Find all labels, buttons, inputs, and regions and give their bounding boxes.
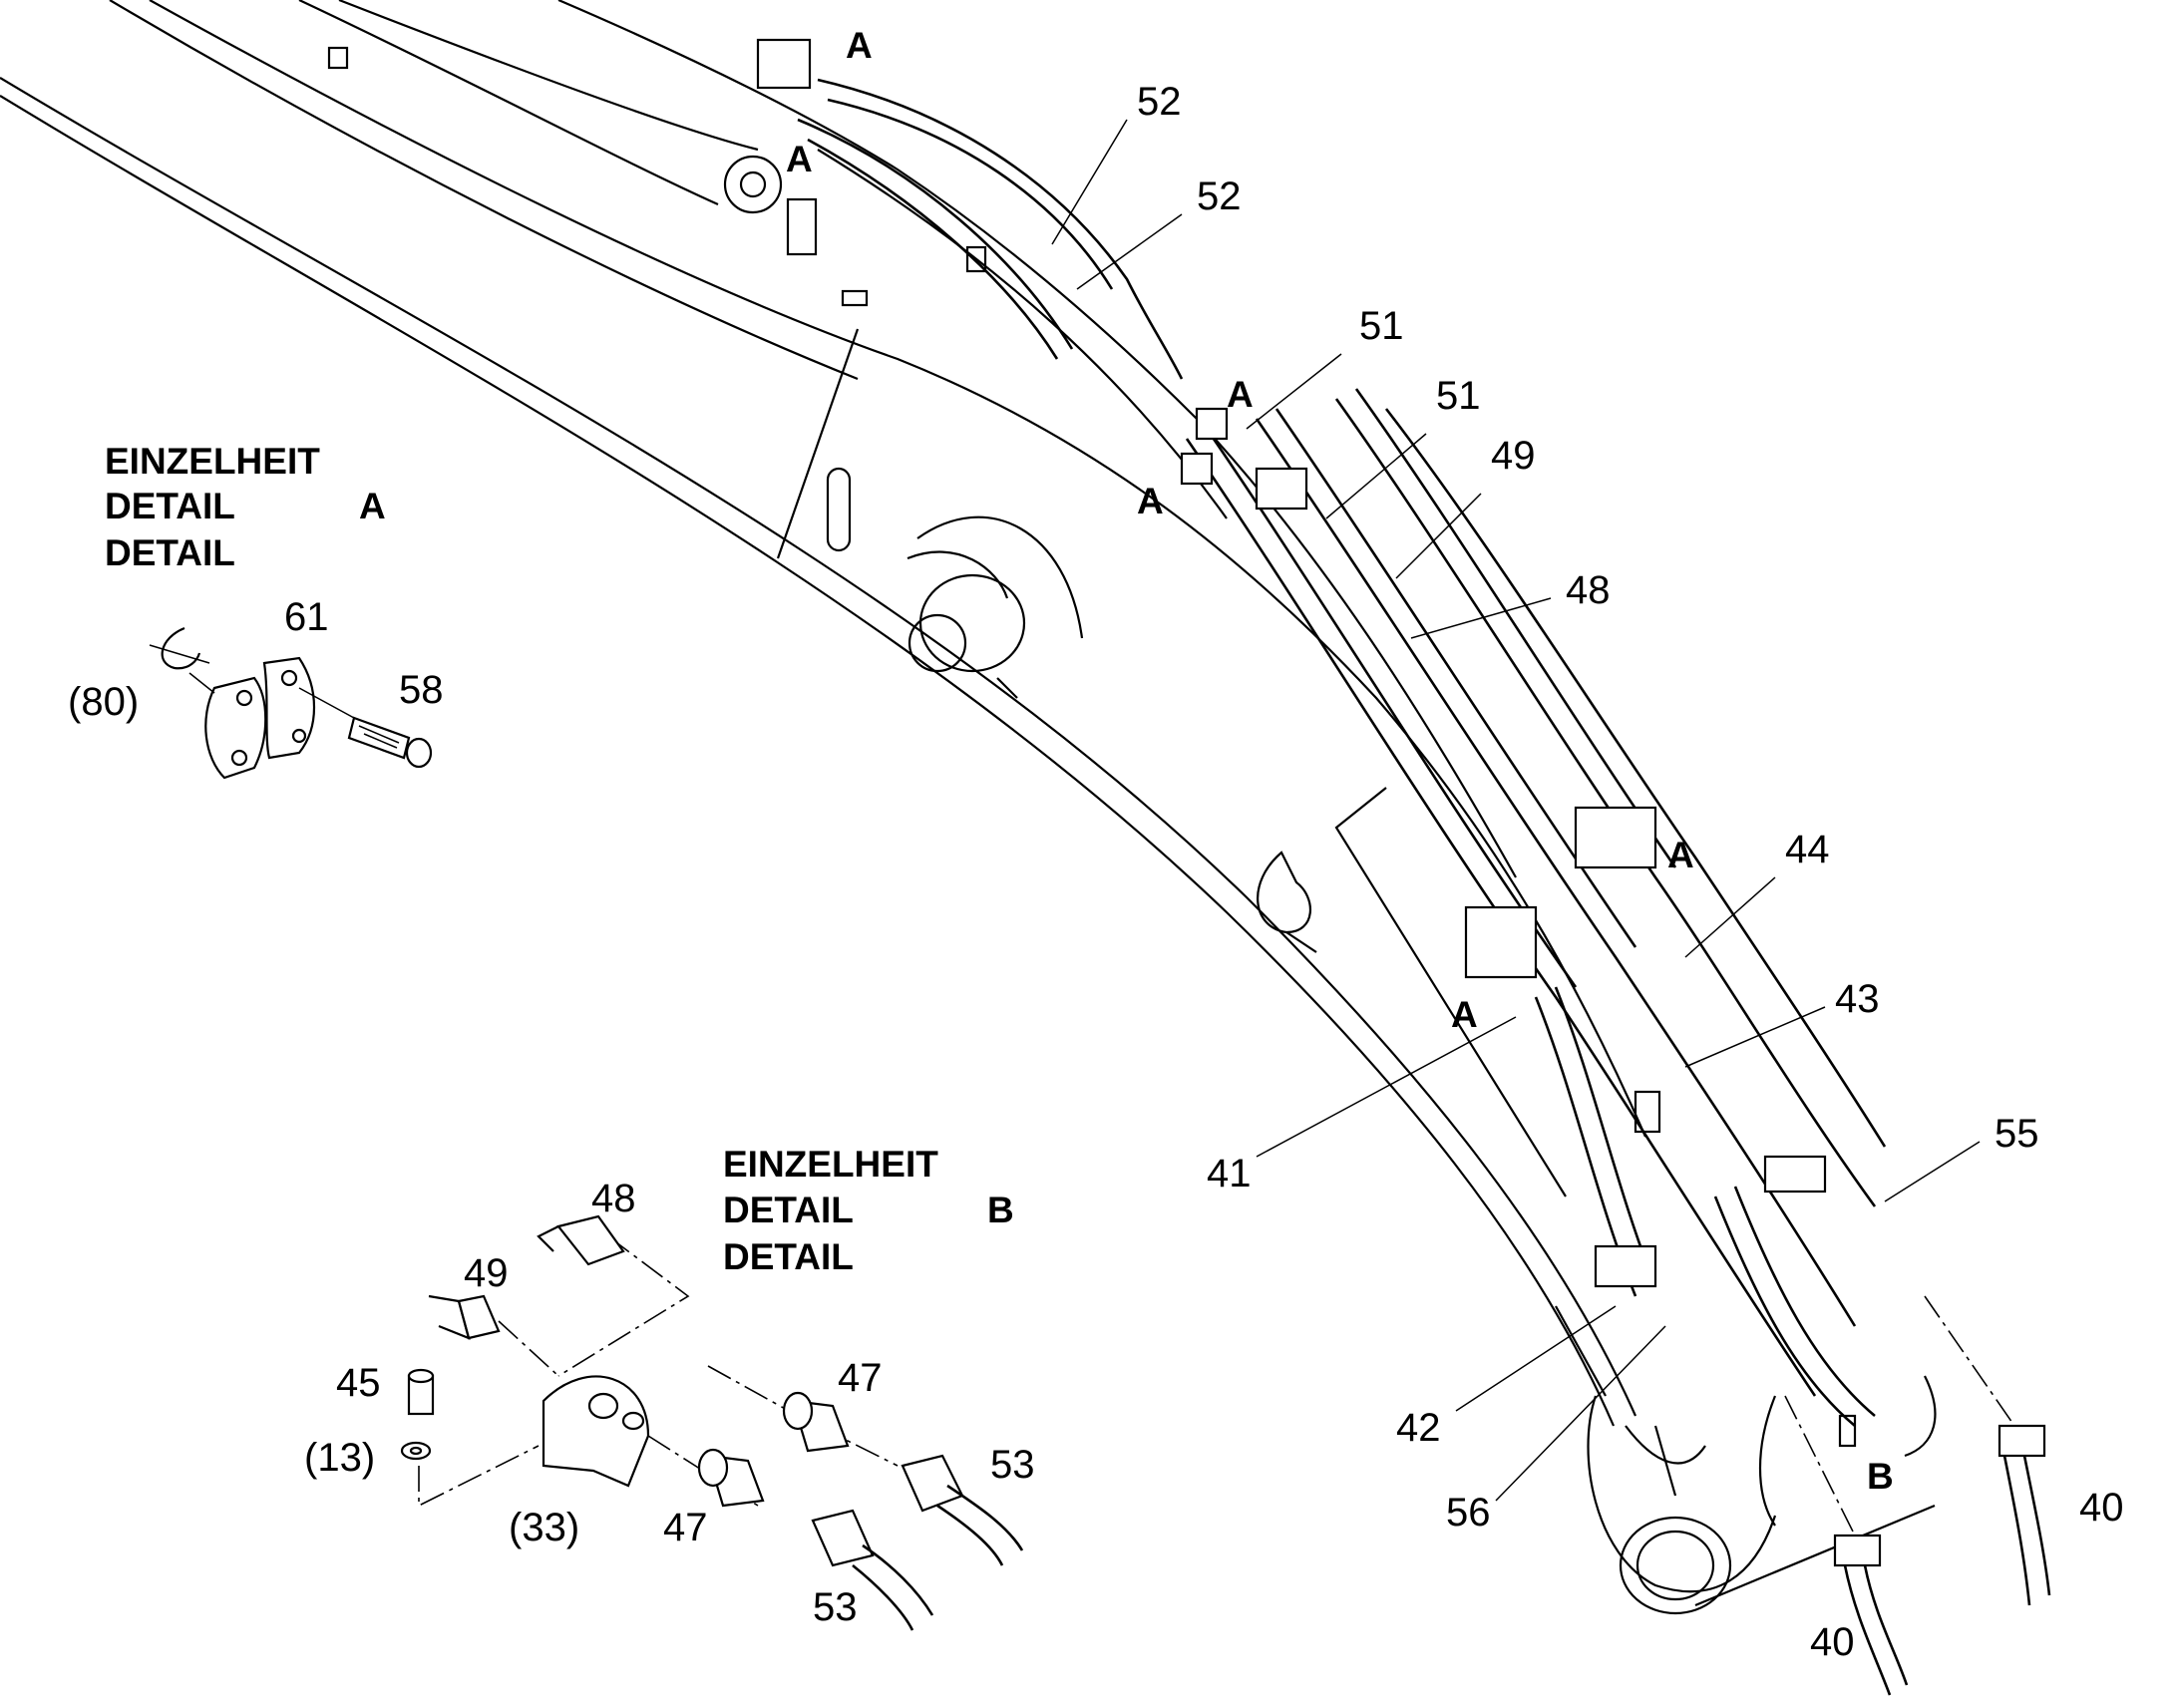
detail-a-letter: A xyxy=(359,486,386,526)
detail-b-line1: EINZELHEIT xyxy=(723,1144,938,1185)
marker-a: A xyxy=(1227,374,1254,415)
marker-a: A xyxy=(846,25,873,66)
detail-a-parts xyxy=(161,626,433,780)
detail-b-line2: DETAIL xyxy=(723,1190,854,1230)
detail-a-line2: DETAIL xyxy=(105,486,235,526)
marker-a: A xyxy=(786,139,813,179)
callout-51: 51 xyxy=(1436,374,1481,418)
detail-b-letter: B xyxy=(987,1190,1014,1230)
leader-lines xyxy=(149,119,1981,1502)
detail-a-heading: EINZELHEIT DETAIL A DETAIL xyxy=(105,441,386,573)
callout-52: 52 xyxy=(1197,174,1242,218)
o-ring-80-icon xyxy=(161,626,201,670)
boom-body xyxy=(0,0,1937,1615)
detail-a-line3: DETAIL xyxy=(105,532,235,573)
callout-55: 55 xyxy=(1995,1112,2039,1156)
section-markers: A A A A A A B xyxy=(786,25,1894,1497)
hydraulic-lines xyxy=(756,38,1887,1427)
marker-a: A xyxy=(1667,835,1694,875)
callout-43: 43 xyxy=(1835,977,1880,1021)
callout-40: 40 xyxy=(2079,1486,2124,1530)
callout-48: 48 xyxy=(1566,568,1611,612)
hose-40-parts xyxy=(1784,1295,2051,1696)
callout-48: 48 xyxy=(591,1177,636,1220)
callout-47: 47 xyxy=(838,1356,883,1400)
callout-47: 47 xyxy=(663,1506,708,1549)
detail-b-heading: EINZELHEIT DETAIL B DETAIL xyxy=(723,1144,1014,1277)
callout-44: 44 xyxy=(1785,828,1830,871)
callout-13: (13) xyxy=(304,1436,375,1480)
callout-61: 61 xyxy=(284,595,329,639)
callout-53: 53 xyxy=(813,1585,858,1629)
callout-52: 52 xyxy=(1137,80,1182,124)
marker-a: A xyxy=(1137,481,1164,521)
callout-33: (33) xyxy=(509,1506,579,1549)
callout-51: 51 xyxy=(1359,304,1404,348)
callout-49: 49 xyxy=(1491,434,1536,478)
detail-b-line3: DETAIL xyxy=(723,1236,854,1277)
detail-a-line1: EINZELHEIT xyxy=(105,441,320,482)
callout-42: 42 xyxy=(1396,1406,1441,1450)
callout-41: 41 xyxy=(1207,1152,1252,1196)
callout-56: 56 xyxy=(1446,1491,1491,1535)
callout-49: 49 xyxy=(464,1251,509,1295)
callouts: 52 52 51 51 49 48 44 43 55 41 42 56 40 4… xyxy=(68,80,2124,1664)
callout-45: 45 xyxy=(336,1361,381,1405)
callout-40: 40 xyxy=(1810,1620,1855,1664)
marker-a: A xyxy=(1451,994,1478,1035)
detail-b-parts xyxy=(400,1214,1024,1631)
callout-58: 58 xyxy=(399,668,444,712)
marker-b: B xyxy=(1867,1456,1894,1497)
callout-53: 53 xyxy=(990,1443,1035,1487)
callout-80: (80) xyxy=(68,680,139,724)
